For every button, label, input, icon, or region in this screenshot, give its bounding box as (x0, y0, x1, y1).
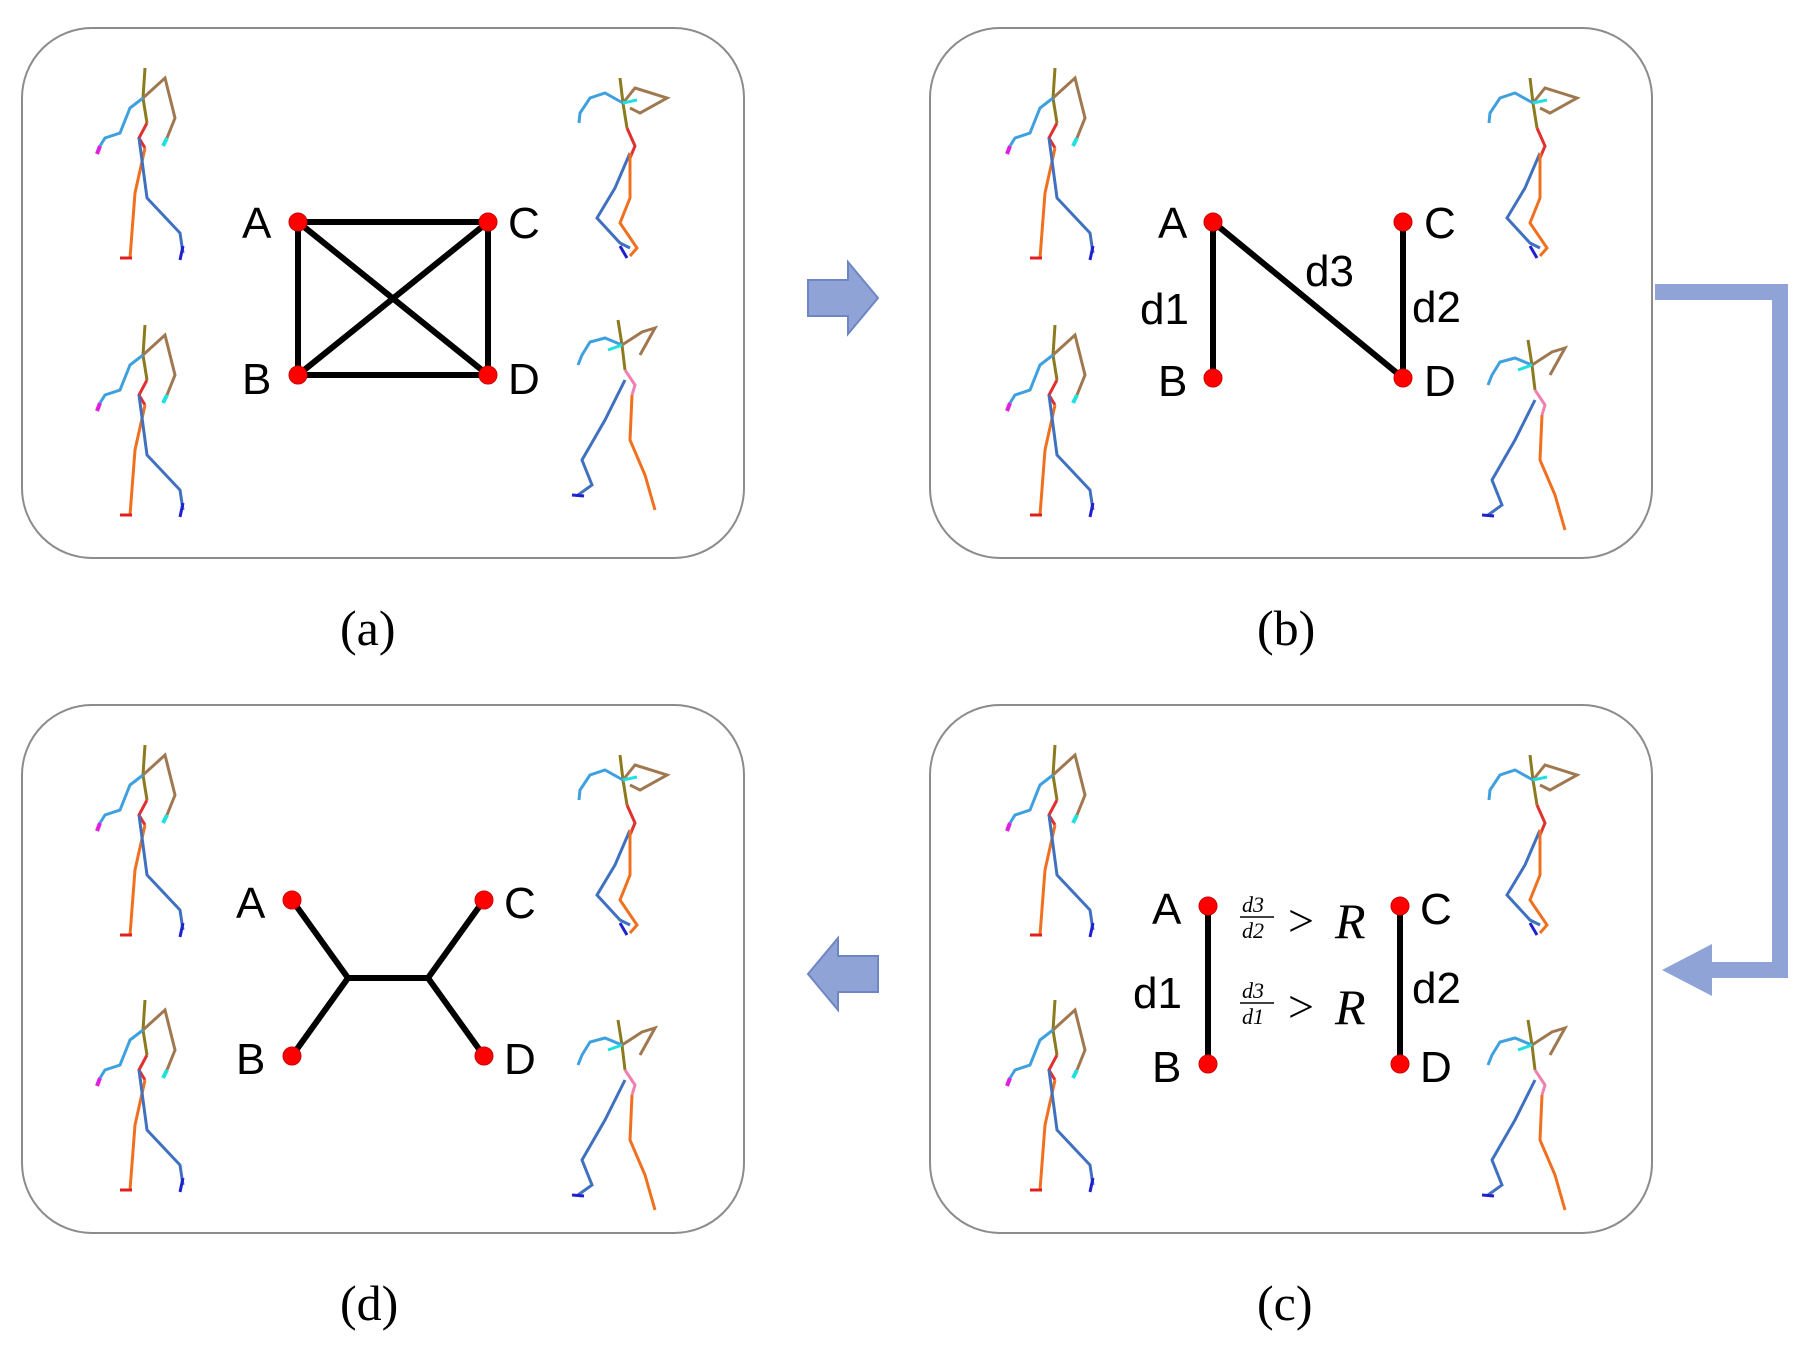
panel-b: A B C D d1 d2 d3 (b) (929, 27, 1653, 656)
node-label-d: D (508, 355, 540, 404)
formula-2-operator: > (1288, 981, 1314, 1032)
node-label-a: A (1152, 885, 1182, 934)
arrow-left-icon (807, 937, 879, 1011)
graph-edges (1210, 219, 1406, 381)
caption-d: (d) (340, 1275, 398, 1331)
edge-label-d1: d1 (1133, 969, 1182, 1018)
node-label-a: A (236, 879, 266, 928)
caption-c: (c) (1257, 1275, 1313, 1331)
node-b (1198, 1054, 1218, 1074)
node-a (1203, 212, 1223, 232)
formula-2: d3 d1 > R (1240, 978, 1366, 1035)
formula-1-rhs: R (1334, 893, 1366, 949)
node-label-a: A (1158, 199, 1188, 248)
panel-d-frame (21, 704, 745, 1234)
node-a (1198, 896, 1218, 916)
node-label-c: C (1424, 199, 1456, 248)
edge-label-d3: d3 (1305, 247, 1354, 296)
caption-a: (a) (340, 600, 396, 656)
node-d (1393, 368, 1413, 388)
node-label-d: D (1420, 1043, 1452, 1092)
formula-2-rhs: R (1334, 979, 1366, 1035)
node-label-b: B (1152, 1043, 1181, 1092)
formula-1-numerator: d3 (1242, 892, 1264, 917)
node-b (1203, 368, 1223, 388)
node-c (478, 212, 498, 232)
connector-arrow-icon (1655, 284, 1788, 996)
node-label-a: A (242, 199, 272, 248)
edge-label-d2: d2 (1412, 283, 1461, 332)
panel-c: A B C D d1 d2 d3 d2 > R d3 d1 > R (c) (929, 704, 1653, 1331)
node-d (478, 365, 498, 385)
graph-edges (289, 897, 487, 1059)
node-label-c: C (504, 879, 536, 928)
node-label-c: C (508, 199, 540, 248)
node-label-c: C (1420, 885, 1452, 934)
node-label-b: B (236, 1035, 265, 1084)
node-b (282, 1046, 302, 1066)
caption-b: (b) (1257, 600, 1315, 656)
formula-1: d3 d2 > R (1240, 892, 1366, 949)
formula-2-numerator: d3 (1242, 978, 1264, 1003)
arrow-right-icon (807, 261, 879, 335)
node-c (474, 890, 494, 910)
node-label-d: D (504, 1035, 536, 1084)
node-a (282, 890, 302, 910)
node-c (1393, 212, 1413, 232)
node-label-d: D (1424, 357, 1456, 406)
node-d (474, 1046, 494, 1066)
graph-edges (1205, 903, 1403, 1067)
node-label-b: B (1158, 357, 1187, 406)
formula-1-denominator: d2 (1242, 918, 1264, 943)
node-a (288, 212, 308, 232)
panel-a: A B C D (a) (21, 27, 745, 656)
formula-2-denominator: d1 (1242, 1004, 1264, 1029)
formula-1-operator: > (1288, 895, 1314, 946)
graph-edges (295, 219, 491, 378)
node-c (1390, 896, 1410, 916)
panel-c-frame (929, 704, 1653, 1234)
panel-b-frame (929, 27, 1653, 559)
node-b (288, 365, 308, 385)
edge-label-d2: d2 (1412, 964, 1461, 1013)
edge-label-d1: d1 (1140, 285, 1189, 334)
panel-d: A B C D (d) (21, 704, 745, 1331)
node-d (1390, 1054, 1410, 1074)
node-label-b: B (242, 355, 271, 404)
